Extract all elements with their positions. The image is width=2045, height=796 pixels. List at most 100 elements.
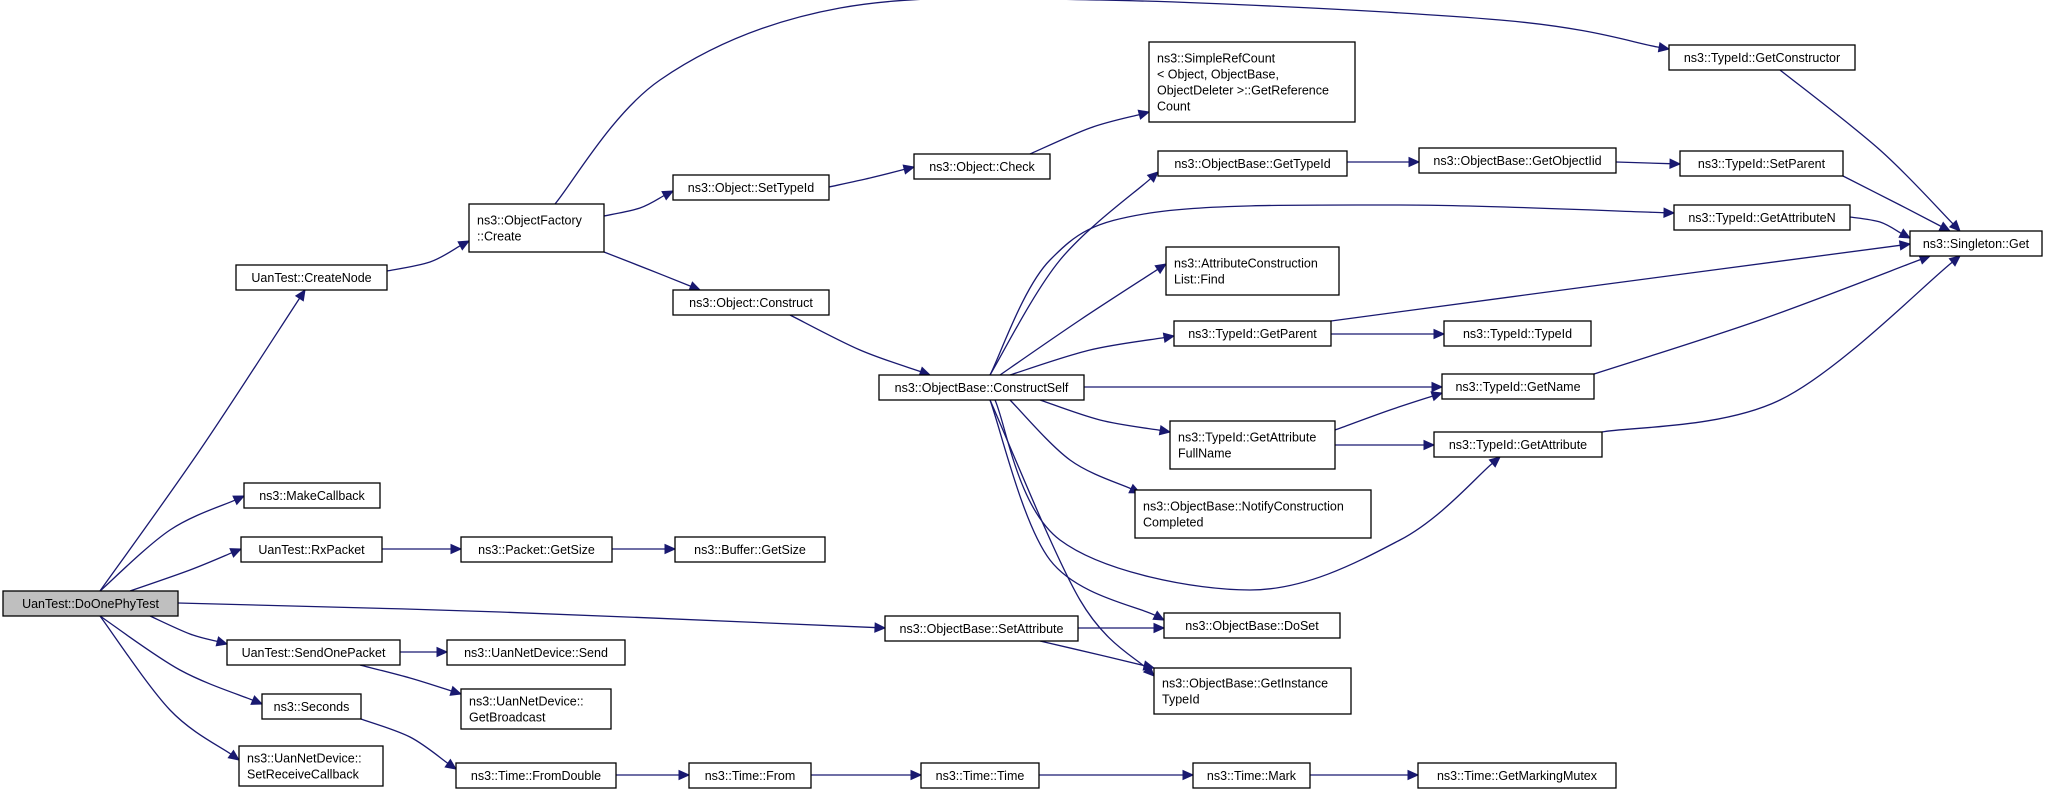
edge-setattribute-to-getinstancetypeid [1039,640,1156,671]
node-label: ns3::ObjectBase::GetObjectIid [1433,154,1601,168]
node-label: ns3::TypeId::GetParent [1188,327,1317,341]
edge-constructself-to-getattributen [989,204,1676,376]
edge-constructself-to-typeid_getparent [1009,332,1176,376]
node-label: List::Find [1174,273,1225,287]
node-notifyconstructioncompleted[interactable]: ns3::ObjectBase::NotifyConstructionCompl… [1134,489,1372,539]
node-label: ns3::Object::Check [929,160,1035,174]
node-getreferencecount[interactable]: ns3::SimpleRefCount< Object, ObjectBase,… [1148,41,1356,123]
node-typeid_setparent[interactable]: ns3::TypeId::SetParent [1679,150,1844,177]
edge-doonephytest-to-makecallback [99,495,246,592]
node-time_time[interactable]: ns3::Time::Time [920,762,1040,789]
node-label: ObjectDeleter >::GetReference [1157,84,1329,98]
node-label: ns3::Time::Time [936,769,1025,783]
edge-doonephytest-to-setattribute [177,602,887,633]
edge-packet_getsize-to-buffer_getsize [612,543,677,555]
edge-object_settypeid-to-object_check [828,164,916,188]
node-label: UanTest::SendOnePacket [242,646,386,660]
edge-sendonepacket-to-uannetdevice_send [400,646,449,658]
edge-getattributefullname-to-typeid_getname [1334,391,1444,431]
call-nodes: UanTest::DoOnePhyTest UanTest::CreateNode… [2,41,2043,789]
edge-doonephytest-to-rxpacket [129,548,243,592]
node-label: ns3::TypeId::GetName [1455,380,1580,394]
node-label: ns3::UanNetDevice:: [247,752,362,766]
node-label: < Object, ObjectBase, [1157,68,1279,82]
node-objectbase_gettypeid[interactable]: ns3::ObjectBase::GetTypeId [1157,150,1348,177]
edge-getattributefullname-to-typeid_getattribute [1335,439,1436,451]
node-label: ns3::ObjectBase::ConstructSelf [895,381,1069,395]
edge-setattribute-to-doset [1078,622,1166,634]
node-sendonepacket[interactable]: UanTest::SendOnePacket [226,639,401,666]
node-singleton_get[interactable]: ns3::Singleton::Get [1909,230,2043,257]
edge-typeid_getname-to-singleton_get [1593,254,1932,375]
node-object_construct[interactable]: ns3::Object::Construct [672,289,830,316]
edge-constructself-to-objectbase_gettypeid [989,171,1159,376]
node-rxpacket[interactable]: UanTest::RxPacket [240,536,383,563]
node-constructself[interactable]: ns3::ObjectBase::ConstructSelf [878,374,1085,401]
node-label: ns3::SimpleRefCount [1157,52,1276,66]
node-getattributen[interactable]: ns3::TypeId::GetAttributeN [1673,204,1851,231]
edge-doonephytest-to-createnode [99,288,306,592]
node-typeid_getparent[interactable]: ns3::TypeId::GetParent [1173,320,1332,347]
edge-constructself-to-attrconstructionlist_find [999,263,1168,376]
edge-createnode-to-objectfactory_create [386,240,471,272]
node-label: ::Create [477,230,522,244]
edge-time_fromdouble-to-time_from [616,769,691,781]
node-label: UanTest::RxPacket [258,543,365,557]
node-buffer_getsize[interactable]: ns3::Buffer::GetSize [674,536,826,563]
edge-constructself-to-typeid_getattribute [994,399,1501,591]
node-label: ns3::Packet::GetSize [478,543,595,557]
node-makecallback[interactable]: ns3::MakeCallback [243,482,381,509]
node-label: ns3::ObjectBase::DoSet [1185,619,1319,633]
node-time_mark[interactable]: ns3::Time::Mark [1192,762,1311,789]
edge-constructself-to-doset [989,399,1166,621]
edge-typeid_getattribute-to-singleton_get [1601,255,1961,433]
node-label: ns3::ObjectBase::GetInstance [1162,677,1328,691]
node-typeid_getattribute[interactable]: ns3::TypeId::GetAttribute [1433,431,1603,458]
node-getobjectiid[interactable]: ns3::ObjectBase::GetObjectIid [1418,147,1617,174]
node-label: ns3::TypeId::GetAttribute [1178,431,1316,445]
node-uannetdevice_send[interactable]: ns3::UanNetDevice::Send [446,639,626,666]
edge-object_check-to-getreferencecount [1029,109,1151,155]
node-seconds[interactable]: ns3::Seconds [261,693,362,720]
node-object_settypeid[interactable]: ns3::Object::SetTypeId [672,174,830,201]
edge-object_construct-to-constructself [789,314,932,377]
node-doset[interactable]: ns3::ObjectBase::DoSet [1163,612,1341,639]
edge-rxpacket-to-packet_getsize [382,543,463,555]
node-label: ns3::Time::From [705,769,796,783]
edge-time_mark-to-getmarkingmutex [1310,769,1420,781]
node-label: ns3::UanNetDevice:: [469,695,584,709]
node-label: ns3::Seconds [274,700,350,714]
node-typeid_typeid[interactable]: ns3::TypeId::TypeId [1443,320,1592,347]
node-label: ns3::TypeId::GetAttribute [1449,438,1587,452]
node-setattribute[interactable]: ns3::ObjectBase::SetAttribute [884,615,1079,642]
node-label: Completed [1143,516,1203,530]
node-setreceivecallback[interactable]: ns3::UanNetDevice::SetReceiveCallback [238,745,384,787]
node-object_check[interactable]: ns3::Object::Check [913,153,1051,180]
node-doonephytest[interactable]: UanTest::DoOnePhyTest [2,590,179,617]
edge-constructself-to-typeid_getname [1084,381,1444,393]
node-time_fromdouble[interactable]: ns3::Time::FromDouble [455,762,617,789]
node-typeid_getname[interactable]: ns3::TypeId::GetName [1441,373,1595,400]
edge-time_time-to-time_mark [1039,769,1195,781]
edge-doonephytest-to-seconds [99,615,264,705]
node-label: Count [1157,100,1191,114]
node-label: ns3::TypeId::GetAttributeN [1688,211,1835,225]
node-getconstructor[interactable]: ns3::TypeId::GetConstructor [1668,44,1856,71]
edge-sendonepacket-to-getbroadcast [359,664,463,696]
node-label: ns3::ObjectBase::GetTypeId [1174,157,1330,171]
call-edges [99,0,1961,781]
edge-typeid_getparent-to-typeid_typeid [1331,328,1446,340]
node-createnode[interactable]: UanTest::CreateNode [235,264,388,291]
node-getmarkingmutex[interactable]: ns3::Time::GetMarkingMutex [1417,762,1617,789]
node-time_from[interactable]: ns3::Time::From [688,762,812,789]
edge-seconds-to-time_fromdouble [360,718,457,770]
node-packet_getsize[interactable]: ns3::Packet::GetSize [460,536,613,563]
node-label: ns3::Object::SetTypeId [688,181,815,195]
node-label: ns3::ObjectFactory [477,214,583,228]
node-objectfactory_create[interactable]: ns3::ObjectFactory::Create [468,203,605,253]
node-getbroadcast[interactable]: ns3::UanNetDevice::GetBroadcast [460,688,612,730]
node-label: ns3::Object::Construct [689,296,813,310]
